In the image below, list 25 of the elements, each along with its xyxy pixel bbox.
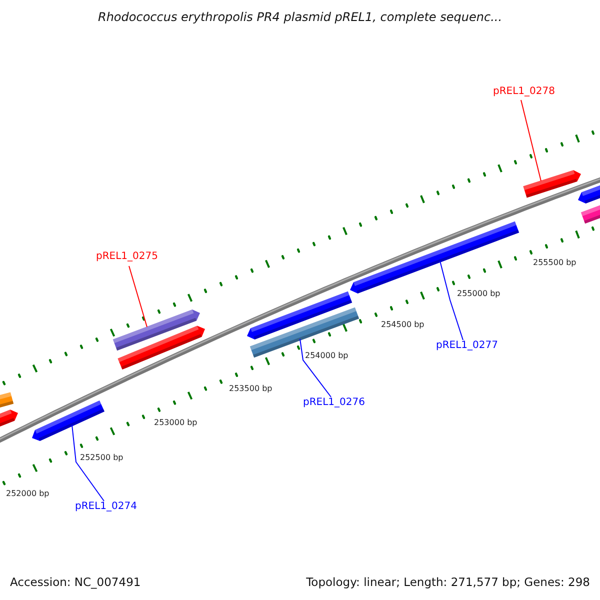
gene-feature — [32, 400, 104, 441]
map-title: Rhodococcus erythropolis PR4 plasmid pREL1, complete sequenc... — [96, 10, 504, 24]
position-label: 253000 bp — [154, 418, 198, 427]
leader-line — [300, 338, 332, 398]
leader-line — [520, 100, 542, 182]
position-label: 253500 bp — [229, 384, 272, 393]
leader-line — [72, 424, 104, 502]
position-label: 254000 bp — [305, 351, 348, 360]
gene-feature — [112, 310, 200, 351]
position-label: 252000 bp — [6, 489, 50, 498]
leader-line — [128, 266, 148, 328]
position-label: 254500 bp — [381, 320, 424, 329]
gene-label: pREL1_0275 — [96, 251, 158, 262]
gene-label: pREL1_0274 — [75, 501, 137, 512]
map-info-text: Accession: NC_007491 — [10, 575, 141, 589]
gene-feature — [250, 307, 360, 358]
gene-label: pREL1_0278 — [493, 86, 555, 97]
leader-line — [440, 260, 464, 340]
position-label: 255500 bp — [533, 258, 576, 267]
gene-label: pREL1_0277 — [436, 340, 498, 351]
gene-label: pREL1_0276 — [303, 397, 365, 408]
gene-feature — [523, 170, 581, 198]
position-label: 252500 bp — [80, 453, 124, 462]
position-label: 255000 bp — [457, 289, 500, 298]
map-info-text: Topology: linear; Length: 271,577 bp; Genes: 298 — [306, 575, 590, 589]
